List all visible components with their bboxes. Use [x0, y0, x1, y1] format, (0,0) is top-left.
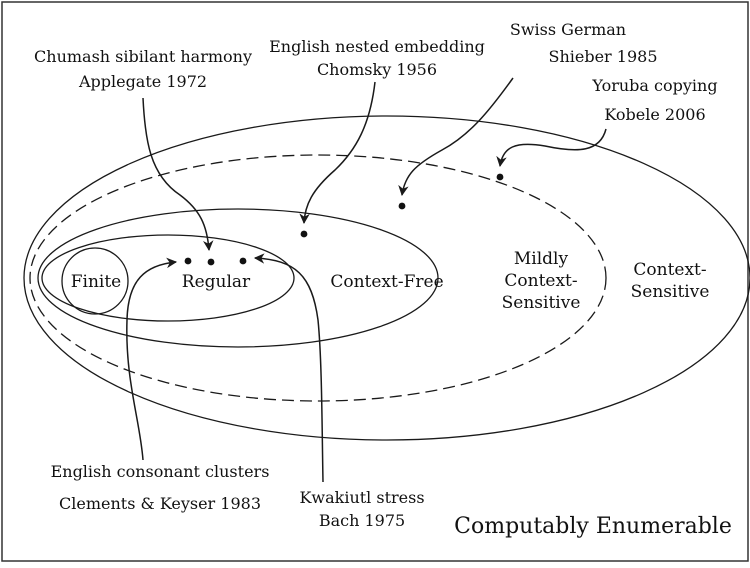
- point-english-clusters: [184, 257, 192, 265]
- swiss-german-label-line2: Shieber 1985: [548, 47, 657, 66]
- kwakiutl-label-line2: Bach 1975: [319, 511, 405, 530]
- english-nested-label-line1: English nested embedding: [269, 37, 485, 56]
- english-clusters-label-line1: English consonant clusters: [51, 462, 270, 481]
- mildly-cs-label-line2: Context-: [504, 271, 577, 291]
- arrow-swiss-german: [398, 77, 514, 197]
- mildly-cs-label-line1: Mildly: [514, 249, 569, 269]
- context-free-label: Context-Free: [330, 272, 443, 292]
- arrow-kwakiutl: [253, 253, 324, 483]
- context-sensitive-boundary: [23, 115, 750, 441]
- regular-label: Regular: [182, 272, 251, 292]
- arrow-english-clusters: [126, 257, 178, 461]
- mildly-context-sensitive-boundary: [29, 154, 607, 402]
- arrow-english-nested: [299, 81, 376, 225]
- chumash-label-line1: Chumash sibilant harmony: [34, 47, 252, 66]
- yoruba-label-line2: Kobele 2006: [604, 105, 705, 124]
- english-clusters-label-line2: Clements & Keyser 1983: [59, 494, 261, 513]
- english-nested-label-line2: Chomsky 1956: [317, 60, 437, 79]
- arrow-chumash: [142, 97, 214, 252]
- finite-boundary: [61, 247, 129, 315]
- context-free-boundary: [37, 208, 439, 348]
- computably-enumerable-label: Computably Enumerable: [454, 514, 732, 539]
- regular-boundary: [41, 234, 295, 322]
- context-sensitive-label-line2: Sensitive: [631, 282, 710, 302]
- swiss-german-label-line1: Swiss German: [510, 20, 626, 39]
- finite-label: Finite: [71, 272, 122, 292]
- point-yoruba: [496, 173, 504, 181]
- chumash-label-line2: Applegate 1972: [78, 72, 207, 91]
- point-kwakiutl: [239, 257, 247, 265]
- arrow-yoruba: [496, 128, 607, 168]
- yoruba-label-line1: Yoruba copying: [591, 76, 717, 95]
- kwakiutl-label-line1: Kwakiutl stress: [299, 488, 424, 507]
- point-english-nested: [300, 230, 308, 238]
- context-sensitive-label-line1: Context-: [633, 260, 706, 280]
- point-swiss-german: [398, 202, 406, 210]
- point-chumash: [207, 258, 215, 266]
- mildly-cs-label-line3: Sensitive: [502, 293, 581, 313]
